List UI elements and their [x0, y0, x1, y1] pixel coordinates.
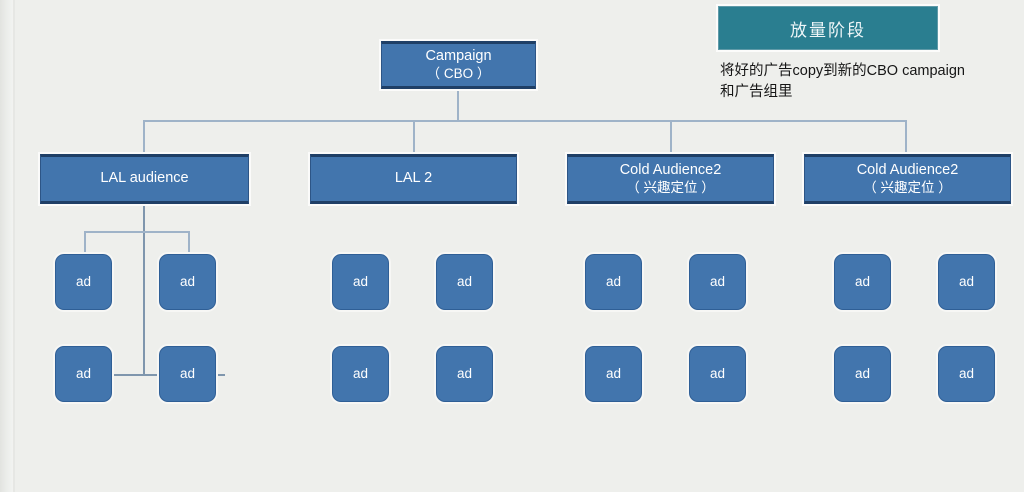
- ad-box-4-1[interactable]: ad: [834, 254, 891, 310]
- ad-label: ad: [352, 365, 369, 381]
- ad-box-1-4[interactable]: ad: [159, 346, 216, 402]
- connector-audience1-drop-ad2: [188, 231, 190, 255]
- ad-label: ad: [75, 365, 92, 381]
- slide-left-edge: [0, 0, 13, 492]
- ad-box-4-2[interactable]: ad: [938, 254, 995, 310]
- audience-3-title: Cold Audience2: [619, 161, 722, 178]
- audience-4-title: Cold Audience2: [856, 161, 959, 178]
- ad-label: ad: [958, 273, 975, 289]
- connector-audience1-drop-ad1: [84, 231, 86, 255]
- audience-box-2[interactable]: LAL 2: [310, 154, 517, 204]
- ad-label: ad: [456, 273, 473, 289]
- ad-label: ad: [75, 273, 92, 289]
- ad-box-1-1[interactable]: ad: [55, 254, 112, 310]
- campaign-box[interactable]: Campaign （ CBO ）: [381, 41, 536, 89]
- ad-box-3-1[interactable]: ad: [585, 254, 642, 310]
- ad-label: ad: [854, 365, 871, 381]
- ad-box-1-2[interactable]: ad: [159, 254, 216, 310]
- stage-title-label: 放量阶段: [790, 20, 866, 40]
- ad-box-3-2[interactable]: ad: [689, 254, 746, 310]
- connector-drop-audience-1: [143, 120, 145, 155]
- ad-box-1-3[interactable]: ad: [55, 346, 112, 402]
- campaign-title: Campaign: [425, 47, 492, 64]
- ad-label: ad: [605, 365, 622, 381]
- stage-note-text: 将好的广告copy到新的CBO campaign和广告组里: [720, 63, 965, 100]
- connector-audience1-top-bus: [84, 231, 189, 233]
- ad-label: ad: [605, 273, 622, 289]
- connector-drop-audience-3: [670, 120, 672, 155]
- audience-3-subtitle: （ 兴趣定位 ）: [626, 179, 715, 195]
- connector-drop-audience-2: [413, 120, 415, 155]
- ad-box-3-3[interactable]: ad: [585, 346, 642, 402]
- audience-box-3[interactable]: Cold Audience2 （ 兴趣定位 ）: [567, 154, 774, 204]
- slide-left-edge-line: [13, 0, 15, 492]
- ad-box-3-4[interactable]: ad: [689, 346, 746, 402]
- audience-box-1[interactable]: LAL audience: [40, 154, 249, 204]
- ad-label: ad: [854, 273, 871, 289]
- ad-label: ad: [709, 365, 726, 381]
- connector-root-stem: [457, 89, 459, 121]
- ad-label: ad: [352, 273, 369, 289]
- ad-label: ad: [958, 365, 975, 381]
- ad-box-4-3[interactable]: ad: [834, 346, 891, 402]
- audience-4-subtitle: （ 兴趣定位 ）: [863, 179, 952, 195]
- audience-2-title: LAL 2: [394, 170, 433, 187]
- ad-box-2-4[interactable]: ad: [436, 346, 493, 402]
- ad-box-2-3[interactable]: ad: [332, 346, 389, 402]
- ad-label: ad: [456, 365, 473, 381]
- audience-1-title: LAL audience: [100, 170, 189, 187]
- ad-box-2-1[interactable]: ad: [332, 254, 389, 310]
- ad-box-4-4[interactable]: ad: [938, 346, 995, 402]
- ad-label: ad: [709, 273, 726, 289]
- ad-label: ad: [179, 273, 196, 289]
- ad-label: ad: [179, 365, 196, 381]
- audience-box-4[interactable]: Cold Audience2 （ 兴趣定位 ）: [804, 154, 1011, 204]
- connector-drop-audience-4: [905, 120, 907, 155]
- campaign-subtitle: （ CBO ）: [426, 65, 491, 81]
- connector-root-bus: [143, 120, 906, 122]
- connector-audience1-stem: [143, 204, 145, 376]
- ad-box-2-2[interactable]: ad: [436, 254, 493, 310]
- stage-title-box: 放量阶段: [718, 6, 938, 50]
